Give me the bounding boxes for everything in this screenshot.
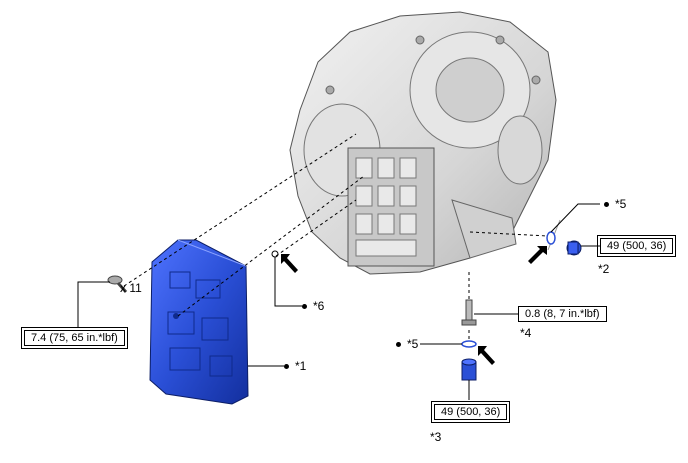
small-bolt <box>461 299 477 326</box>
dot-bullet <box>284 364 289 370</box>
arrow-o-ring-bottom <box>478 346 495 365</box>
transaxle-assembly <box>289 11 561 275</box>
transmission-control-ecu <box>149 239 249 405</box>
ecu-o-ring <box>271 250 279 258</box>
ecu-bolt <box>107 275 128 293</box>
o-ring-bottom <box>461 340 477 348</box>
alignment-lines <box>123 133 549 342</box>
arrow-ecu <box>281 254 298 273</box>
callout-5a-label: *5 <box>604 197 626 211</box>
torque-small-bolt: 0.8 (8, 7 in.*lbf) <box>518 306 607 322</box>
dot-bullet <box>396 342 401 348</box>
callout-1-text: *1 <box>295 359 307 373</box>
leader-lines <box>77 203 600 400</box>
callout-5a-text: *5 <box>615 197 627 211</box>
callout-6-text: *6 <box>313 299 325 313</box>
dot-bullet <box>302 304 307 310</box>
callout-6-label: *6 <box>302 299 324 313</box>
torque-plug-bottom: 49 (500, 36) <box>430 401 511 423</box>
attention-arrows <box>281 246 547 365</box>
o-ring-right <box>546 231 556 245</box>
plug-right <box>566 240 582 256</box>
callout-3-label: *3 <box>430 430 442 444</box>
quantity-label: x 11 <box>120 281 142 295</box>
dot-bullet <box>604 202 609 208</box>
callout-2-label: *2 <box>598 262 610 276</box>
callout-5b-label: *5 <box>396 337 418 351</box>
callout-4-label: *4 <box>520 326 532 340</box>
plug-bottom <box>461 358 477 381</box>
callout-1-label: *1 <box>284 359 306 373</box>
callout-5b-text: *5 <box>407 337 419 351</box>
torque-plug-right: 49 (500, 36) <box>596 235 677 257</box>
arrow-o-ring-right <box>528 246 547 264</box>
torque-bolts: 7.4 (75, 65 in.*lbf) <box>21 327 128 349</box>
